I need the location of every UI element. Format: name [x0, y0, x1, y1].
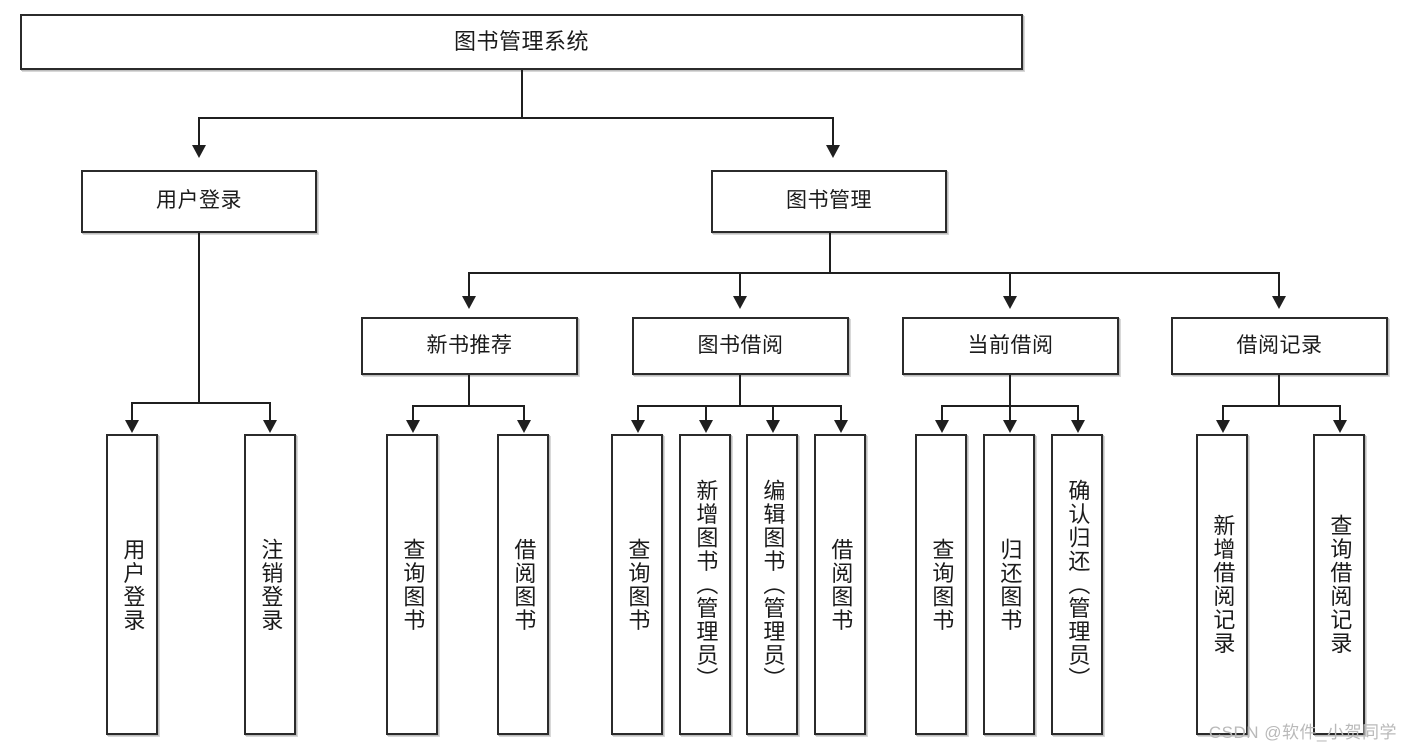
leaf-logout[interactable]: 注销登录 — [244, 434, 296, 735]
edge-new-book-drop-2 — [523, 405, 525, 422]
edge-new-book-drop-1 — [412, 405, 414, 422]
node-label: 用户登录 — [120, 537, 146, 632]
edge-book-manage-drop-1 — [468, 272, 470, 298]
edge-book-borrow-drop-2 — [705, 405, 707, 422]
arrow-to-borrow-record — [1272, 296, 1286, 309]
leaf-current-confirm-return[interactable]: 确认归还（管理员） — [1051, 434, 1103, 735]
node-root-system[interactable]: 图书管理系统 — [20, 14, 1023, 70]
edge-user-login-stem — [198, 233, 200, 403]
leaf-borrow-add-book[interactable]: 新增图书（管理员） — [679, 434, 731, 735]
leaf-current-query-book[interactable]: 查询图书 — [915, 434, 967, 735]
node-label: 查询图书 — [625, 537, 651, 632]
leaf-current-return-book[interactable]: 归还图书 — [983, 434, 1035, 735]
node-label: 图书管理系统 — [453, 29, 589, 55]
edge-current-borrow-drop-2 — [1009, 405, 1011, 422]
leaf-record-add[interactable]: 新增借阅记录 — [1196, 434, 1248, 735]
arrow-borrow-record-leaf-1 — [1216, 420, 1230, 433]
arrow-to-current-borrow — [1003, 296, 1017, 309]
node-label: 归还图书 — [997, 537, 1023, 632]
node-new-book-recommend[interactable]: 新书推荐 — [361, 317, 578, 375]
arrow-book-borrow-leaf-3 — [766, 420, 780, 433]
edge-new-book-stem — [468, 375, 470, 406]
edge-book-manage-drop-2 — [739, 272, 741, 298]
edge-user-login-drop-2 — [269, 402, 271, 422]
arrow-book-borrow-leaf-4 — [834, 420, 848, 433]
edge-book-borrow-bus — [637, 405, 840, 407]
node-label: 新增图书（管理员） — [693, 478, 719, 691]
edge-new-book-bus — [412, 405, 525, 407]
node-label: 当前借阅 — [967, 333, 1054, 357]
arrow-new-book-leaf-1 — [406, 420, 420, 433]
node-borrow-record[interactable]: 借阅记录 — [1171, 317, 1388, 375]
node-book-borrow[interactable]: 图书借阅 — [632, 317, 849, 375]
leaf-borrow-borrow-book[interactable]: 借阅图书 — [814, 434, 866, 735]
node-book-manage[interactable]: 图书管理 — [711, 170, 947, 233]
node-user-login[interactable]: 用户登录 — [81, 170, 317, 233]
edge-user-login-drop-1 — [131, 402, 133, 422]
node-label: 用户登录 — [156, 189, 242, 213]
node-label: 查询图书 — [929, 537, 955, 632]
node-label: 图书管理 — [786, 189, 872, 213]
arrow-current-borrow-leaf-3 — [1071, 420, 1085, 433]
node-label: 查询图书 — [400, 537, 426, 632]
arrow-user-login-leaf-1 — [125, 420, 139, 433]
edge-user-login-bus — [131, 402, 269, 404]
node-label: 借阅图书 — [511, 537, 537, 632]
edge-root-to-user-login — [198, 117, 200, 147]
edge-root-bus — [198, 117, 834, 119]
edge-current-borrow-drop-1 — [941, 405, 943, 422]
arrow-root-to-book-manage — [826, 145, 840, 158]
edge-root-stem — [521, 70, 523, 118]
edge-book-borrow-drop-1 — [637, 405, 639, 422]
leaf-new-book-query[interactable]: 查询图书 — [386, 434, 438, 735]
arrow-current-borrow-leaf-1 — [935, 420, 949, 433]
edge-borrow-record-stem — [1278, 375, 1280, 406]
csdn-watermark: CSDN @软件_小贺同学 — [1208, 723, 1397, 742]
node-current-borrow[interactable]: 当前借阅 — [902, 317, 1119, 375]
leaf-new-book-borrow[interactable]: 借阅图书 — [497, 434, 549, 735]
node-label: 编辑图书（管理员） — [760, 478, 786, 691]
arrow-current-borrow-leaf-2 — [1003, 420, 1017, 433]
edge-book-borrow-drop-3 — [772, 405, 774, 422]
node-label: 新增借阅记录 — [1210, 514, 1236, 655]
node-label: 借阅图书 — [828, 537, 854, 632]
arrow-root-to-user-login — [192, 145, 206, 158]
leaf-borrow-query-book[interactable]: 查询图书 — [611, 434, 663, 735]
arrow-new-book-leaf-2 — [517, 420, 531, 433]
edge-book-manage-drop-3 — [1009, 272, 1011, 298]
arrow-to-book-borrow — [733, 296, 747, 309]
edge-book-borrow-drop-4 — [840, 405, 842, 422]
edge-book-manage-stem — [829, 233, 831, 273]
arrow-borrow-record-leaf-2 — [1333, 420, 1347, 433]
node-label: 新书推荐 — [426, 333, 513, 357]
node-label: 确认归还（管理员） — [1065, 478, 1091, 691]
node-label: 图书借阅 — [697, 333, 784, 357]
arrow-book-borrow-leaf-2 — [699, 420, 713, 433]
edge-book-borrow-stem — [739, 375, 741, 406]
edge-current-borrow-stem — [1009, 375, 1011, 406]
arrow-user-login-leaf-2 — [263, 420, 277, 433]
leaf-borrow-edit-book[interactable]: 编辑图书（管理员） — [746, 434, 798, 735]
edge-current-borrow-drop-3 — [1077, 405, 1079, 422]
node-label: 借阅记录 — [1236, 333, 1323, 357]
arrow-book-borrow-leaf-1 — [631, 420, 645, 433]
node-label: 查询借阅记录 — [1327, 514, 1353, 655]
edge-book-manage-bus — [468, 272, 1280, 274]
edge-borrow-record-drop-1 — [1222, 405, 1224, 422]
edge-book-manage-drop-4 — [1278, 272, 1280, 298]
edge-borrow-record-bus — [1222, 405, 1340, 407]
edge-borrow-record-drop-2 — [1339, 405, 1341, 422]
leaf-record-query[interactable]: 查询借阅记录 — [1313, 434, 1365, 735]
node-label: 注销登录 — [258, 537, 284, 632]
leaf-user-login[interactable]: 用户登录 — [106, 434, 158, 735]
arrow-to-new-book — [462, 296, 476, 309]
edge-root-to-book-manage — [832, 117, 834, 147]
